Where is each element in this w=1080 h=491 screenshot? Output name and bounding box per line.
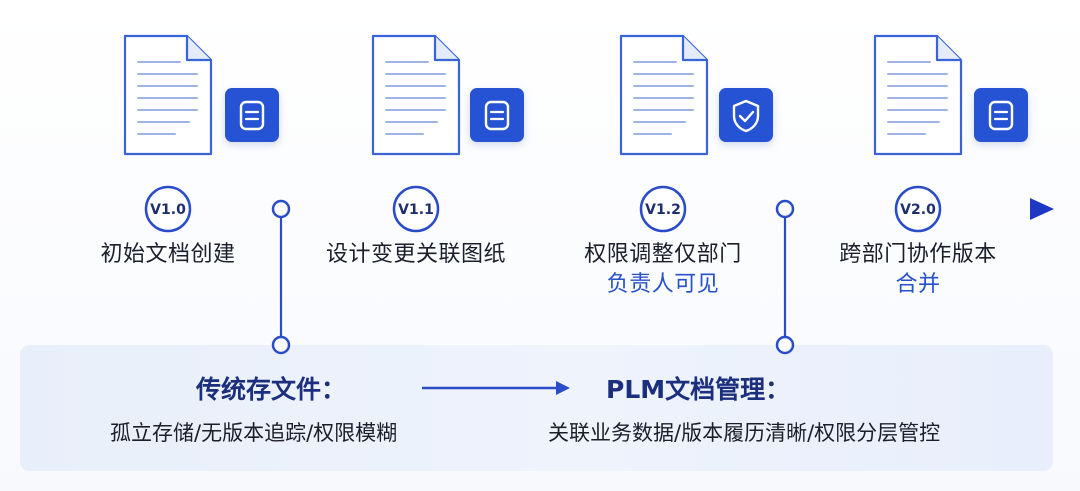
- version-text: V1.0: [150, 202, 186, 218]
- milestone-label: 初始文档创建: [68, 240, 268, 270]
- version-text: V1.2: [645, 202, 681, 218]
- comparison-panel: [20, 345, 1053, 471]
- connector-node-bottom-plm: [775, 335, 795, 355]
- milestone-title: 权限调整仅部门: [584, 242, 742, 267]
- version-node: [639, 185, 687, 233]
- connector-node-bottom-traditional: [271, 335, 291, 355]
- milestone-v1-2: V1.2: [619, 34, 773, 233]
- document-list-icon: [974, 88, 1028, 142]
- milestone-subtitle: 负责人可见: [606, 272, 720, 297]
- connector-node-top-traditional: [271, 199, 291, 219]
- milestone-label: 跨部门协作版本 合并: [818, 240, 1018, 300]
- document-icon: [873, 34, 963, 156]
- milestone-v1-0: V1.0: [123, 34, 279, 233]
- traditional-description: 孤立存储/无版本追踪/权限模糊: [110, 421, 398, 445]
- milestone-v1-1: V1.1: [371, 34, 524, 233]
- plm-title: PLM文档管理：: [606, 375, 791, 404]
- document-icon: [371, 34, 461, 156]
- document-icon: [619, 34, 709, 156]
- version-node: [392, 185, 440, 233]
- milestone-label: 设计变更关联图纸: [306, 240, 526, 270]
- timeline-arrow-icon: [1030, 198, 1054, 220]
- document-list-icon: [225, 88, 279, 142]
- connector-node-top-plm: [775, 199, 795, 219]
- shield-check-icon: [719, 88, 773, 142]
- milestone-label: 权限调整仅部门 负责人可见: [563, 240, 763, 300]
- version-text: V1.1: [398, 202, 434, 218]
- traditional-title: 传统存文件：: [196, 375, 347, 404]
- arrow-right-icon: [556, 381, 570, 395]
- milestone-title: 设计变更关联图纸: [325, 242, 506, 267]
- plm-description: 关联业务数据/版本履历清晰/权限分层管控: [548, 421, 941, 445]
- milestone-subtitle: 合并: [895, 272, 941, 297]
- milestone-title: 跨部门协作版本: [839, 242, 997, 267]
- document-list-icon: [470, 88, 524, 142]
- version-text: V2.0: [900, 202, 936, 218]
- version-node: [894, 185, 942, 233]
- milestone-title: 初始文档创建: [100, 242, 236, 267]
- milestone-v2-0: V2.0: [873, 34, 1028, 233]
- document-icon: [123, 34, 213, 156]
- version-node: [144, 185, 192, 233]
